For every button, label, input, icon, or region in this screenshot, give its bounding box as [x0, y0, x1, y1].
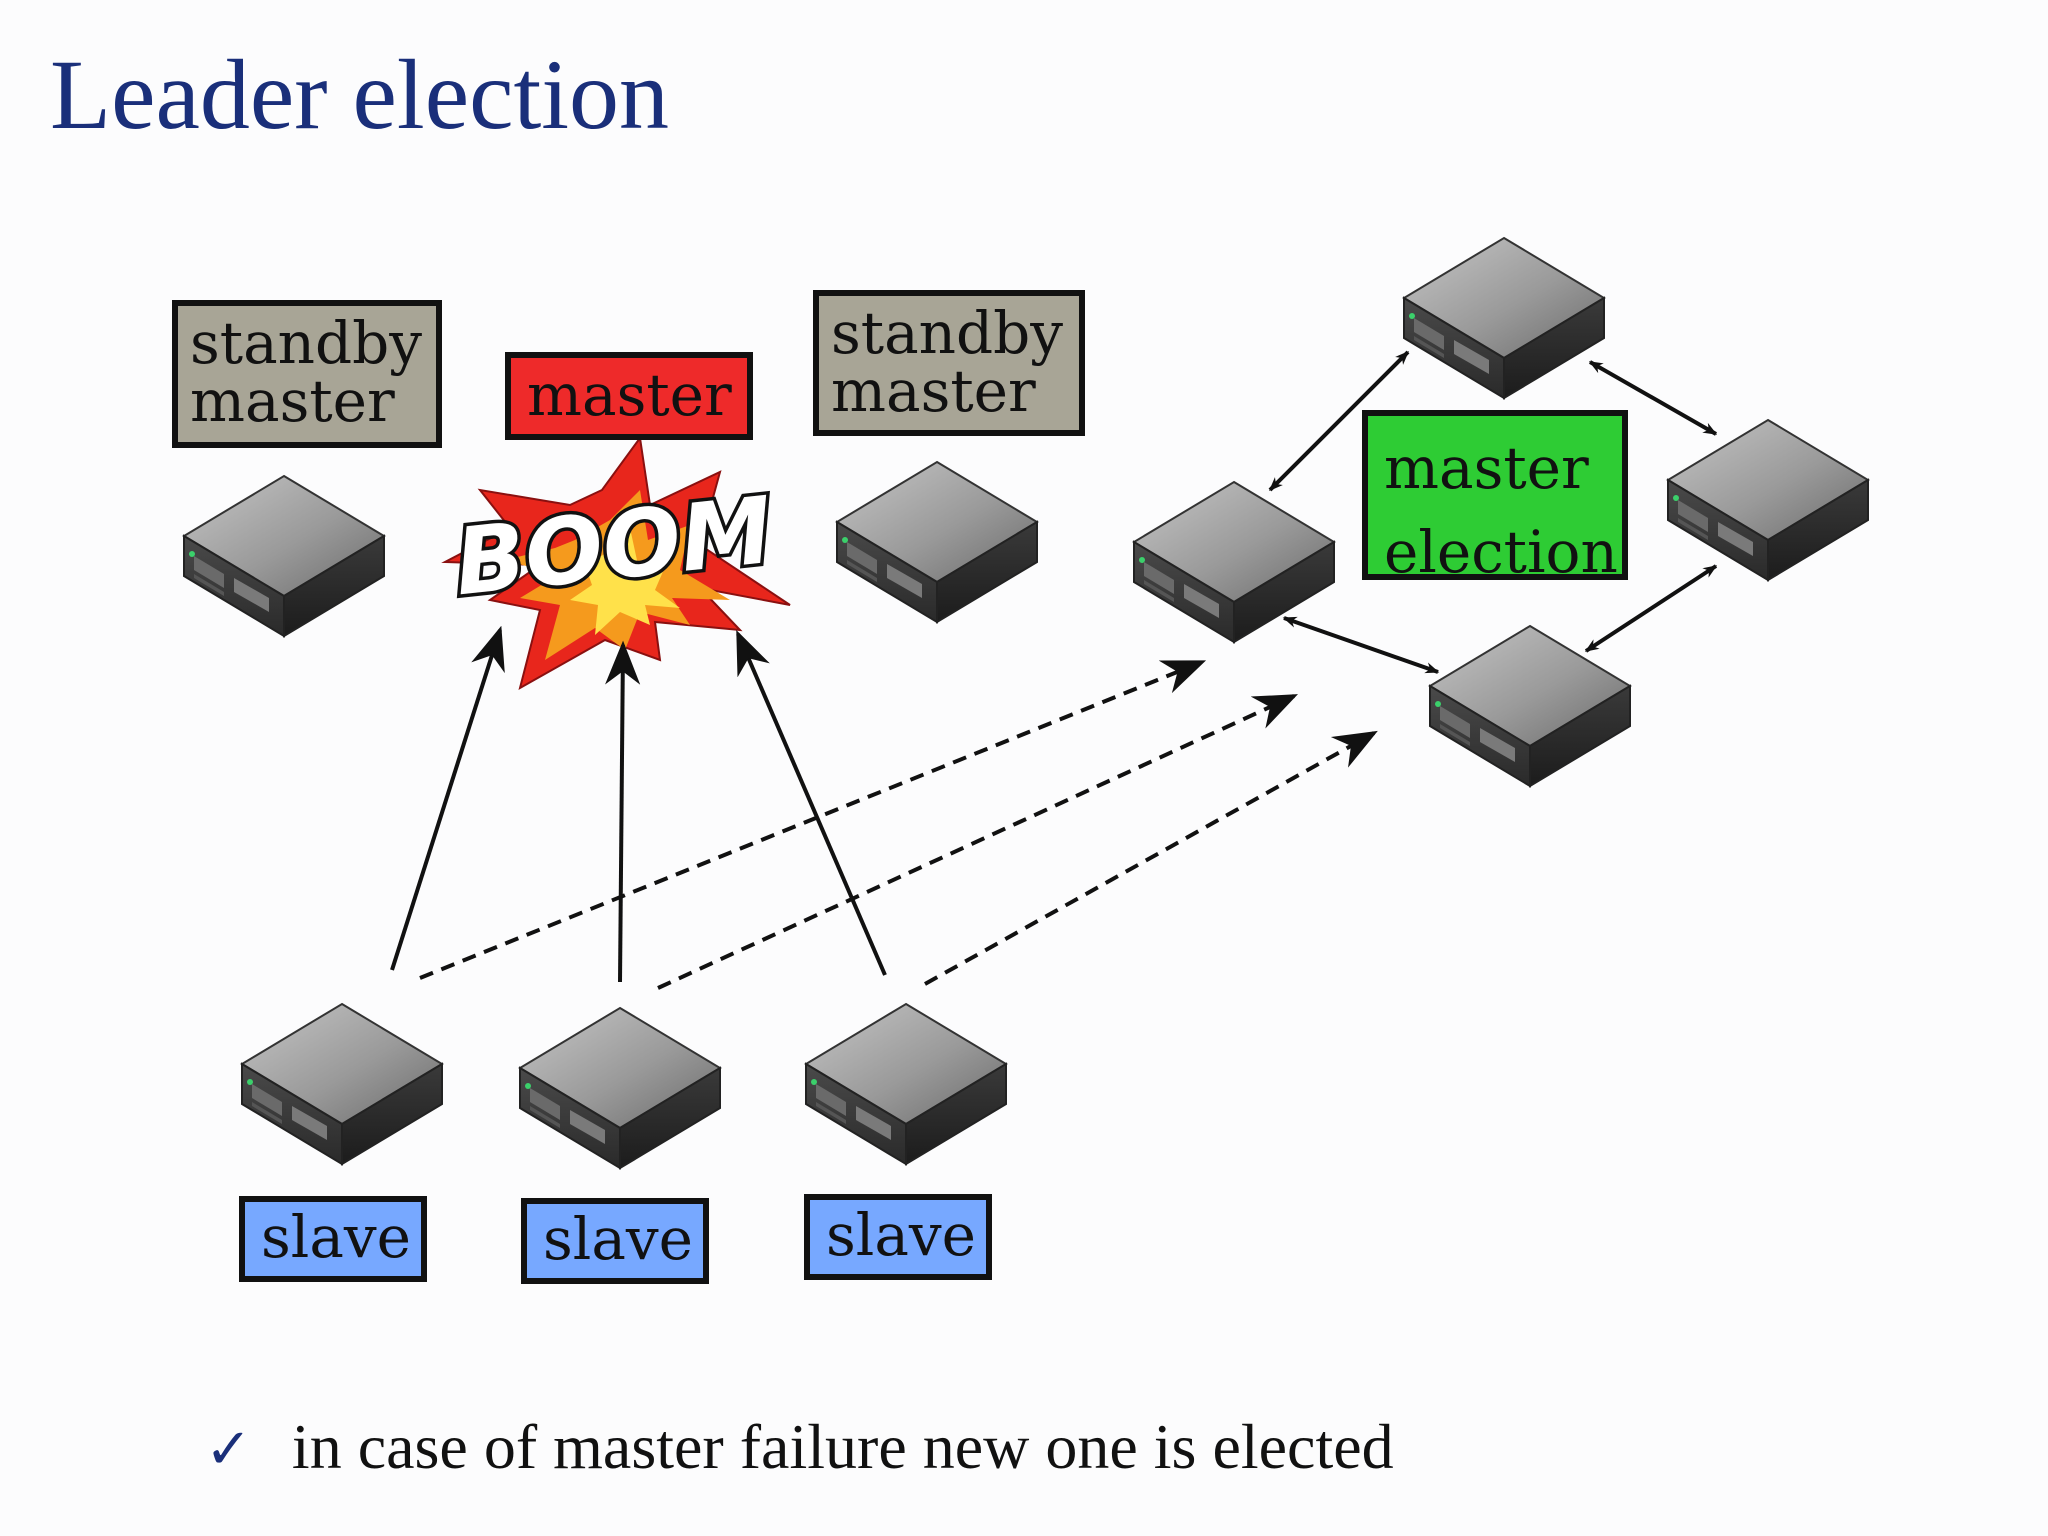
server-election-right-icon [1667, 419, 1869, 581]
bullet-text: in case of master failure new one is ele… [291, 1411, 1394, 1482]
server-standby-right-icon [836, 461, 1038, 623]
server-slave-1-icon [241, 1003, 443, 1165]
standby-word: standby [190, 309, 423, 377]
ring-arrow-top-left [1268, 350, 1410, 492]
standby-master-label-left: standby master [172, 300, 442, 448]
slave-label-3: slave [804, 1194, 992, 1280]
server-election-top-icon [1403, 237, 1605, 399]
dashed-arrow-slave1 [419, 660, 1207, 980]
dashed-arrow-slave3 [924, 730, 1378, 986]
server-slave-2-icon [519, 1007, 721, 1169]
standby-master-label-right: standby master [813, 290, 1085, 436]
master-label: master [505, 352, 753, 440]
ring-arrow-right-bottom [1584, 564, 1718, 653]
dashed-arrow-slave2 [657, 694, 1298, 990]
server-election-bottom-icon [1429, 625, 1631, 787]
ring-arrow-left-bottom [1282, 616, 1440, 674]
slave-label-1: slave [239, 1196, 427, 1282]
server-standby-left-icon [183, 475, 385, 637]
arrow-slave1-to-master [390, 625, 505, 971]
master-word: master [190, 367, 395, 435]
standby-word: standby [831, 299, 1064, 367]
server-slave-3-icon [805, 1003, 1007, 1165]
master-election-label: master election [1362, 410, 1628, 586]
slave-label-2: slave [521, 1198, 709, 1284]
explosion-icon [441, 435, 791, 691]
arrow-slave3-to-master [736, 629, 887, 976]
ring-arrow-top-right [1588, 360, 1718, 436]
arrow-slave2-to-master [605, 640, 641, 983]
bullet-item: ✓ in case of master failure new one is e… [205, 1410, 1394, 1484]
server-election-left-icon [1133, 481, 1335, 643]
master-word: master [831, 357, 1036, 425]
check-icon: ✓ [205, 1417, 252, 1482]
slide-title: Leader election [50, 39, 670, 150]
